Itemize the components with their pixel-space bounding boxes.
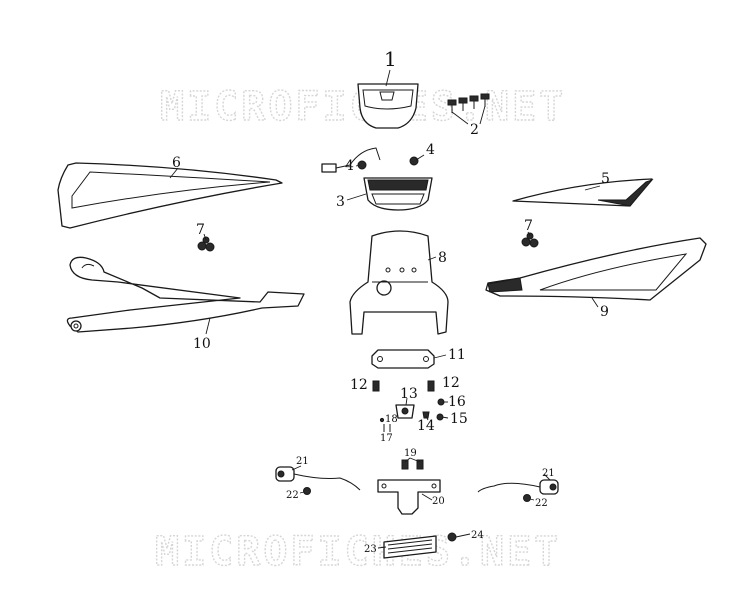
part-18-nut — [379, 417, 385, 423]
callout-17: 17 — [380, 433, 393, 444]
callout-2: 2 — [470, 122, 479, 138]
part-22-nut-right — [523, 494, 531, 502]
part-14-clip — [422, 411, 430, 419]
part-24-nut — [447, 532, 457, 542]
callout-11: 11 — [448, 347, 466, 363]
callout-18: 18 — [385, 414, 398, 425]
part-7-screws-left — [197, 236, 215, 252]
callout-4-right: 4 — [426, 142, 435, 158]
callout-6: 6 — [172, 155, 181, 171]
callout-4-left: 4 — [345, 158, 354, 174]
callout-1: 1 — [384, 47, 397, 71]
part-13-license-lamp — [395, 404, 415, 419]
part-19-screws — [401, 459, 424, 470]
part-23-reflector — [383, 535, 437, 559]
callout-21-left: 21 — [296, 456, 309, 467]
callout-21-right: 21 — [542, 468, 555, 479]
part-12-bolt-right — [427, 380, 435, 392]
part-4-nut-right — [409, 156, 419, 166]
callout-7-left: 7 — [196, 222, 205, 238]
callout-20: 20 — [432, 496, 445, 507]
part-9-right-cover — [485, 237, 707, 301]
part-8-rear-fender — [349, 230, 449, 335]
callout-22-right: 22 — [535, 498, 548, 509]
callout-16: 16 — [448, 394, 466, 410]
leader-lines — [169, 69, 601, 549]
part-21-turn-signal-left — [275, 466, 361, 491]
callout-14: 14 — [417, 418, 435, 434]
part-1-lamp-cover — [357, 83, 419, 129]
part-20-plate-holder — [377, 479, 441, 515]
callout-24: 24 — [471, 530, 484, 541]
callout-5: 5 — [601, 171, 610, 187]
part-11-bracket-plate — [371, 349, 435, 369]
part-17-clip — [383, 424, 391, 432]
part-22-nut-left — [303, 487, 311, 495]
callout-10: 10 — [193, 336, 211, 352]
part-21-turn-signal-right — [477, 479, 559, 495]
callout-19: 19 — [404, 448, 417, 459]
callout-12-left: 12 — [350, 377, 368, 393]
callout-23: 23 — [364, 544, 377, 555]
callout-22-left: 22 — [286, 490, 299, 501]
part-10-left-rail — [66, 256, 305, 333]
callout-13: 13 — [400, 386, 418, 402]
watermark-bottom: MICROFICHES.NET — [155, 529, 561, 575]
callout-9: 9 — [600, 304, 609, 320]
part-7-screws-right — [521, 232, 539, 248]
callout-7-right: 7 — [524, 218, 533, 234]
part-12-bolt-left — [372, 380, 380, 392]
callout-12-right: 12 — [442, 375, 460, 391]
part-6-left-cover — [57, 162, 283, 229]
part-2-screws — [447, 93, 490, 113]
part-3-tail-lamp — [321, 147, 433, 211]
part-5-right-strip — [512, 178, 654, 207]
callout-8: 8 — [438, 250, 447, 266]
part-4-nut-left — [357, 160, 367, 170]
callout-15: 15 — [450, 411, 468, 427]
callout-3: 3 — [336, 194, 345, 210]
